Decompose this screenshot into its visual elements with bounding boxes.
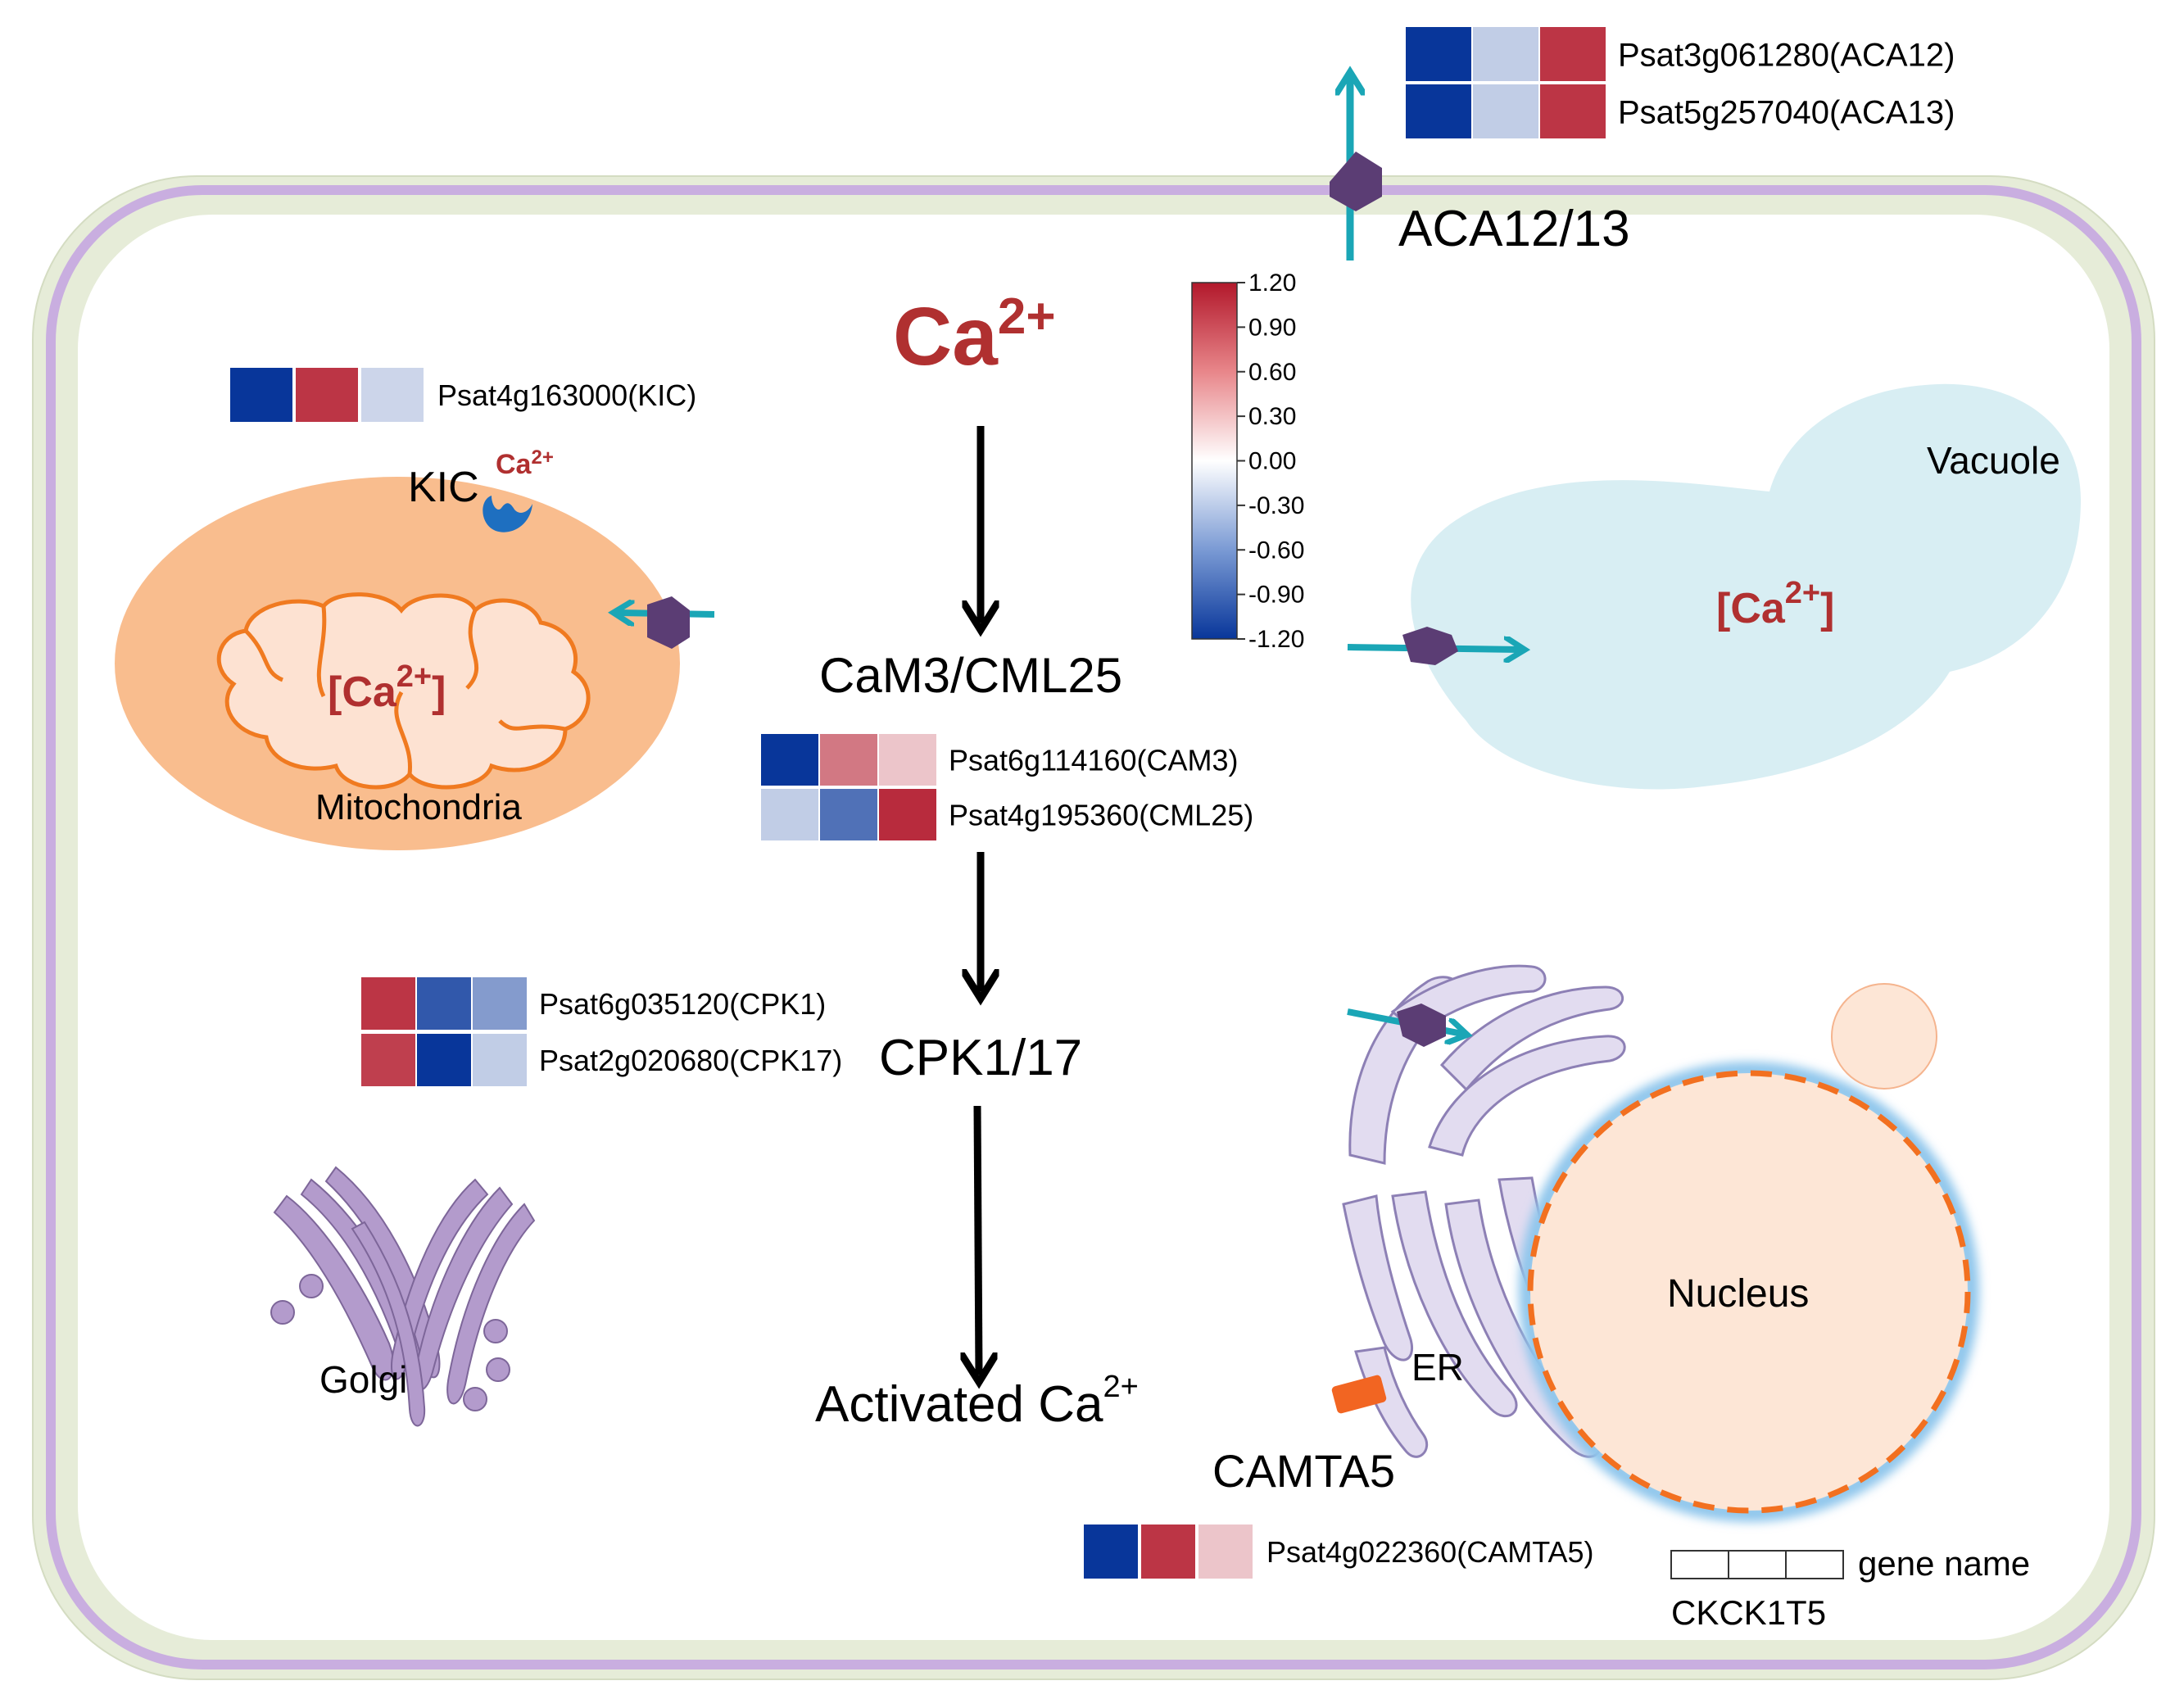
kic-calcium-label: Ca2+: [496, 446, 554, 480]
heatmap-row: Psat2g020680(CPK17): [360, 1032, 842, 1088]
heatmap-cell: [877, 787, 938, 842]
heatmap-key-box: [1785, 1550, 1844, 1579]
scale-tick-label: -0.30: [1248, 492, 1304, 519]
nucleus-label: Nucleus: [1667, 1272, 1809, 1316]
heatmap-cell: [229, 366, 294, 424]
heatmap-sample-labels: CKCK1T5: [1671, 1593, 1826, 1632]
scale-tick-label: 0.30: [1248, 403, 1296, 430]
hexagon-transporter-icon: [1402, 627, 1458, 665]
gene-name-label: Psat6g035120(CPK1): [539, 987, 826, 1021]
heatmap-cell: [759, 787, 820, 842]
gene-name-label: Psat5g257040(ACA13): [1618, 94, 1955, 130]
camta5-label: CAMTA5: [1212, 1445, 1395, 1497]
heatmap-cell: [1471, 83, 1540, 140]
heatmap-cell: [1140, 1523, 1197, 1580]
heatmap-row: Psat5g257040(ACA13): [1404, 83, 1955, 140]
scale-tick-label: 0.00: [1248, 448, 1296, 475]
vacuole: [1411, 383, 2081, 790]
mitochondria-crista: [465, 609, 478, 690]
heatmap-row: Psat6g035120(CPK1): [360, 976, 826, 1031]
gene-name-label: Psat3g061280(ACA12): [1618, 37, 1955, 73]
golgi-apparatus: [270, 1166, 536, 1427]
scale-tick-label: -0.90: [1248, 582, 1304, 609]
heatmap-cell: [1538, 83, 1607, 140]
heatmap-cell: [360, 1032, 417, 1088]
calcium-ion-label: Ca2+: [893, 288, 1056, 383]
vesicle: [1831, 983, 1937, 1090]
scale-tick-label: -1.20: [1248, 626, 1304, 653]
gene-name-label: Psat6g114160(CAM3): [949, 743, 1239, 777]
pathway-arrow: [977, 1105, 979, 1375]
heatmap-key-box: [1670, 1550, 1729, 1579]
heatmap-row: Psat3g061280(ACA12): [1404, 25, 1955, 83]
color-scale-bar: [1191, 282, 1238, 640]
mitochondria-crista: [394, 691, 412, 775]
hexagon-transporter-icon: [647, 596, 690, 649]
golgi-label: Golgi: [319, 1358, 407, 1401]
heatmap-key-box: [1728, 1550, 1787, 1579]
scale-tick-label: 1.20: [1248, 270, 1296, 297]
heatmap-cell: [360, 366, 425, 424]
gene-name-label: Psat4g022360(CAMTA5): [1266, 1535, 1594, 1569]
hexagon-transporter-icon: [1330, 152, 1382, 211]
vacuole-label: Vacuole: [1927, 439, 2060, 482]
heatmap-cell: [294, 366, 360, 424]
mitochondria-label: Mitochondria: [315, 787, 522, 827]
mitochondria: [115, 477, 680, 850]
heatmap-cell: [759, 732, 820, 787]
heatmap-row: Psat4g163000(KIC): [229, 366, 696, 424]
heatmap-row: Psat4g022360(CAMTA5): [1082, 1523, 1594, 1580]
aca12-13-label: ACA12/13: [1398, 201, 1630, 257]
er-label: ER: [1411, 1346, 1464, 1389]
heatmap-key-label: gene name: [1858, 1544, 2030, 1583]
mitochondria-crista: [316, 605, 327, 698]
heatmap-cell: [415, 976, 473, 1031]
scale-tick-label: 0.60: [1248, 359, 1296, 386]
gene-name-label: Psat4g163000(KIC): [437, 378, 696, 412]
gene-name-label: Psat4g195360(CML25): [949, 798, 1253, 831]
heatmap-cell: [1082, 1523, 1140, 1580]
heatmap-cell: [471, 1032, 528, 1088]
kic-label: KIC: [408, 464, 479, 511]
heatmap-cell: [1404, 83, 1473, 140]
cam3-cml25-label: CaM3/CML25: [819, 648, 1122, 703]
nucleus: [1519, 1062, 1979, 1522]
kic-protein-icon: [483, 496, 532, 532]
heatmap-row: Psat6g114160(CAM3): [759, 732, 1239, 787]
cpk1-17-label: CPK1/17: [879, 1030, 1082, 1086]
heatmap-cell: [1471, 25, 1540, 83]
scale-tick-label: -0.60: [1248, 537, 1304, 564]
mitochondria-crista: [244, 629, 284, 682]
hexagon-transporter-icon: [1397, 1004, 1446, 1047]
heatmap-cell: [818, 787, 879, 842]
mitochondria-calcium-label: [Ca2+]: [328, 659, 446, 716]
mitochondria-crista: [498, 719, 566, 732]
heatmap-cell: [415, 1032, 473, 1088]
scale-tick-label: 0.90: [1248, 314, 1296, 341]
heatmap-cell: [1538, 25, 1607, 83]
camta5-protein-icon: [1331, 1375, 1387, 1414]
heatmap-cell: [877, 732, 938, 787]
color-scale-ticks: 1.20 0.90 0.60 0.30 0.00 -0.30 -0.60 -0.90 -1.20: [1237, 270, 1304, 653]
heatmap-row: Psat4g195360(CML25): [759, 787, 1253, 842]
gene-name-label: Psat2g020680(CPK17): [539, 1044, 842, 1077]
heatmap-cell: [471, 976, 528, 1031]
heatmap-cell: [1197, 1523, 1254, 1580]
plasma-membrane: [46, 185, 2141, 1669]
vacuole-calcium-label: [Ca2+]: [1716, 576, 1834, 632]
gene-heatmaps: Psat3g061280(ACA12) Psat5g257040(ACA13) Ps…: [229, 25, 1955, 1580]
heatmap-cell: [818, 732, 879, 787]
activated-calcium-label: Activated Ca2+: [815, 1370, 1139, 1433]
heatmap-cell: [1404, 25, 1473, 83]
heatmap-cell: [360, 976, 417, 1031]
